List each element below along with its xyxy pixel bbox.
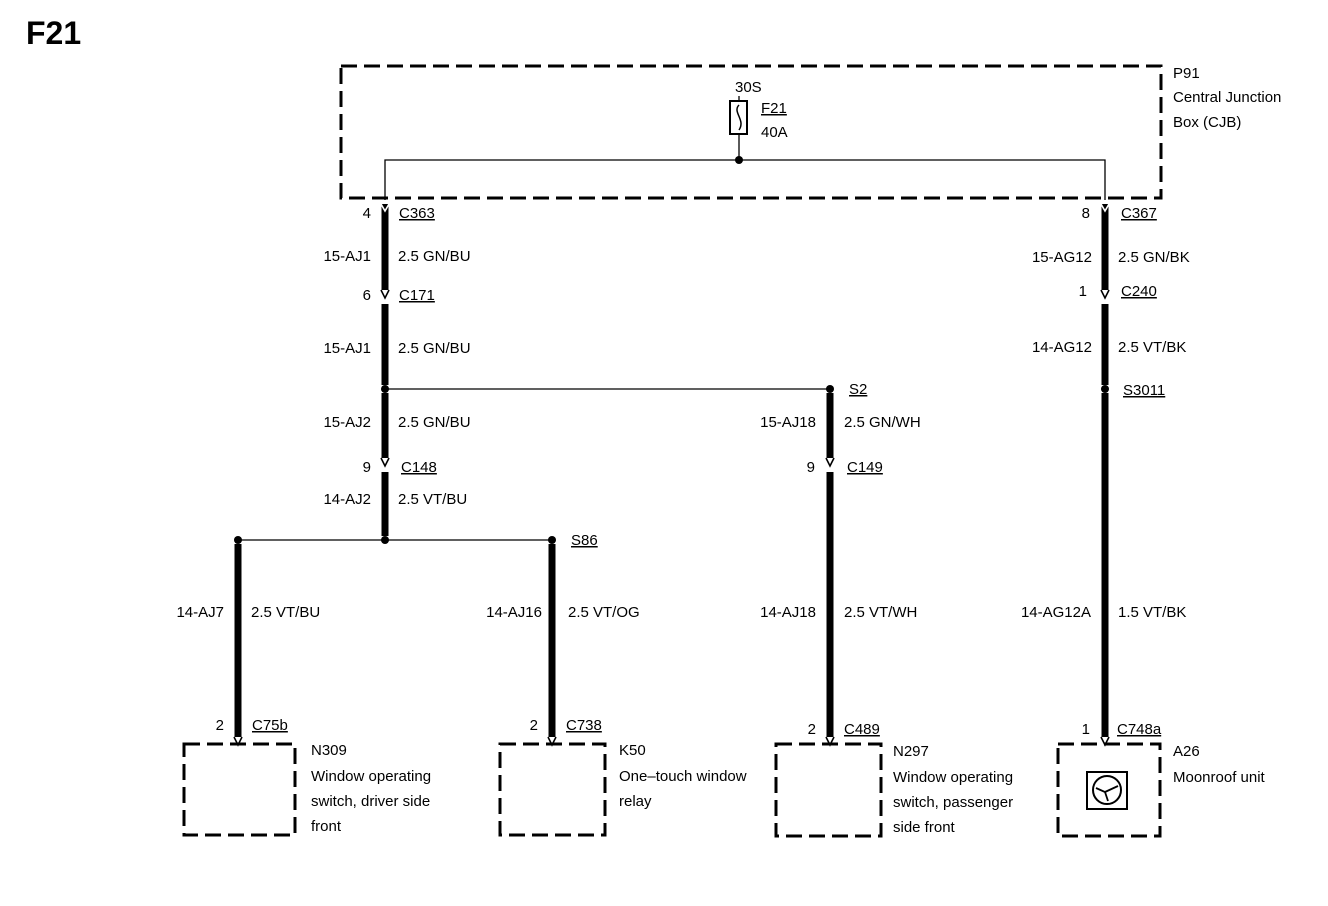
c240-pin: 1: [1079, 283, 1087, 300]
fuse-rating: 40A: [761, 124, 788, 141]
a26-line1: Moonroof unit: [1173, 769, 1266, 786]
wire-w10-spec: 2.5 VT/BK: [1118, 339, 1186, 356]
c148-label: C148: [401, 459, 437, 476]
splice-n309-dot: [234, 536, 242, 544]
component-a26-box: [1056, 742, 1162, 838]
c75b-label: C75b: [252, 717, 288, 734]
splice-s3011-dot: [1101, 385, 1109, 393]
component-n309-box: [182, 742, 297, 837]
splice-s86-dot: [548, 536, 556, 544]
c367-pin: 8: [1082, 205, 1090, 222]
connector-c240-icon: [1100, 289, 1110, 300]
splice-center-dot: [381, 536, 389, 544]
cjb-id: P91: [1173, 65, 1200, 82]
n309-line3: front: [311, 818, 342, 835]
c240-label: C240: [1121, 283, 1157, 300]
c367-label: C367: [1121, 205, 1157, 222]
c149-label: C149: [847, 459, 883, 476]
wire-w6-spec: 2.5 VT/BU: [251, 604, 320, 621]
fuse-junction-dot: [735, 156, 743, 164]
wire-w4-spec: 2.5 VT/BU: [398, 491, 467, 508]
wire-w11-spec: 1.5 VT/BK: [1118, 604, 1186, 621]
n297-line1: Window operating: [893, 769, 1013, 786]
k50-line1: One–touch window: [619, 768, 747, 785]
c738-pin: 2: [530, 717, 538, 734]
wire-w1-circuit: 15-AJ1: [323, 248, 371, 265]
n297-line3: side front: [893, 819, 956, 836]
c738-label: C738: [566, 717, 602, 734]
c748a-label: C748a: [1117, 721, 1162, 738]
connector-c363-pin-icon: [380, 203, 390, 213]
splice-s3011-label: S3011: [1123, 382, 1165, 399]
n309-id: N309: [311, 742, 347, 759]
wire-w2-circuit: 15-AJ1: [323, 340, 371, 357]
wire-w8-spec: 2.5 VT/WH: [844, 604, 917, 621]
component-k50-box: [498, 742, 607, 837]
a26-id: A26: [1173, 743, 1200, 760]
splice-s2-label: S2: [849, 381, 867, 398]
supply-label: 30S: [735, 79, 762, 96]
splice-s86-label: S86: [571, 532, 598, 549]
fuse-id: F21: [761, 100, 787, 117]
cjb-label-line2: Box (CJB): [1173, 114, 1241, 131]
cjb-internal-bus: [384, 159, 1106, 200]
wire-w11-circuit: 14-AG12A: [1021, 604, 1091, 621]
c748a-pin: 1: [1082, 721, 1090, 738]
connector-c171-icon: [380, 289, 390, 300]
c149-pin: 9: [807, 459, 815, 476]
wire-w10-circuit: 14-AG12: [1032, 339, 1092, 356]
cjb-label-line1: Central Junction: [1173, 89, 1281, 106]
c489-pin: 2: [808, 721, 816, 738]
wire-w8-circuit: 14-AJ18: [760, 604, 816, 621]
n309-line1: Window operating: [311, 768, 431, 785]
n309-line2: switch, driver side: [311, 793, 430, 810]
wire-w7-spec: 2.5 VT/OG: [568, 604, 640, 621]
wire-w9-spec: 2.5 GN/BK: [1118, 249, 1190, 266]
n297-line2: switch, passenger: [893, 794, 1013, 811]
n297-id: N297: [893, 743, 929, 760]
c489-label: C489: [844, 721, 880, 738]
wire-w6-circuit: 14-AJ7: [176, 604, 224, 621]
k50-id: K50: [619, 742, 646, 759]
c171-label: C171: [399, 287, 435, 304]
c75b-pin: 2: [216, 717, 224, 734]
c363-label: C363: [399, 205, 435, 222]
wire-w7-circuit: 14-AJ16: [486, 604, 542, 621]
wire-w5-spec: 2.5 GN/WH: [844, 414, 921, 431]
wire-w4-circuit: 14-AJ2: [323, 491, 371, 508]
diagram-title: F21: [26, 15, 81, 51]
connector-c367-pin-icon: [1100, 203, 1110, 213]
connector-c149-icon: [825, 457, 835, 468]
wire-w3-circuit: 15-AJ2: [323, 414, 371, 431]
c363-pin: 4: [363, 205, 371, 222]
c148-pin: 9: [363, 459, 371, 476]
cjb-box: [339, 64, 1163, 200]
wire-w3-spec: 2.5 GN/BU: [398, 414, 471, 431]
fuse-element-icon: [736, 104, 742, 131]
splice-s2-dot: [826, 385, 834, 393]
c171-pin: 6: [363, 287, 371, 304]
component-n297-box: [774, 742, 883, 838]
wire-w1-spec: 2.5 GN/BU: [398, 248, 471, 265]
wire-w2-spec: 2.5 GN/BU: [398, 340, 471, 357]
wire-w9-circuit: 15-AG12: [1032, 249, 1092, 266]
moonroof-motor-icon: [1086, 771, 1128, 810]
connector-c148-icon: [380, 457, 390, 468]
wire-w5-circuit: 15-AJ18: [760, 414, 816, 431]
k50-line2: relay: [619, 793, 652, 810]
